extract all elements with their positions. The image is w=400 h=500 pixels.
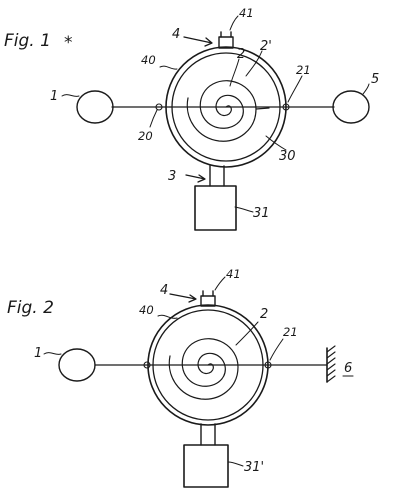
fig1-label-4: 4 — [172, 27, 180, 42]
fig1-housing-40 — [165, 46, 287, 168]
fig1-label-5: 5 — [371, 72, 379, 87]
fig2-label-21: 21 — [283, 325, 298, 339]
fig1-leader-41 — [229, 15, 239, 31]
fig1-label-40: 40 — [141, 53, 156, 67]
fig2-leader-2 — [235, 321, 259, 346]
fig1-reservoir-31 — [194, 185, 237, 231]
fig2-wall-hatching — [326, 345, 336, 383]
figure-1: Fig. 1 * — [4, 6, 379, 231]
fig1-mass-1 — [76, 90, 114, 124]
fig2-mass-1 — [58, 348, 96, 382]
fig2-spiral-spring-2 — [168, 338, 239, 400]
fig1-label-21: 21 — [296, 63, 311, 77]
fig1-label-20: 20 — [138, 129, 153, 143]
figure-2: Fig. 2 1 4 — [7, 267, 354, 488]
fig1-spring-tail — [255, 107, 270, 110]
fig2-label-31-prime: 31' — [244, 460, 264, 475]
fig2-label-4: 4 — [160, 283, 168, 298]
fig1-housing-inner-30 — [171, 52, 281, 162]
fig2-label-41: 41 — [226, 267, 241, 281]
fig1-label-31: 31 — [253, 206, 270, 221]
fig1-label-41: 41 — [239, 6, 254, 20]
fig2-label-6: 6 — [344, 361, 352, 376]
fig2-label-2: 2 — [260, 307, 268, 322]
fig1-arrow-3 — [185, 174, 206, 183]
fig2-label-40: 40 — [139, 303, 154, 317]
fig2-leader-1 — [43, 352, 62, 355]
fig2-housing-40 — [147, 304, 269, 426]
fig1-leader-5 — [362, 83, 370, 95]
fig1-leader-30 — [265, 135, 287, 151]
fig2-leader-40 — [157, 314, 178, 319]
fig1-label-30: 30 — [279, 149, 296, 164]
fig1-spiral-spring-2 — [186, 80, 257, 142]
fig1-leader-21 — [287, 75, 303, 103]
fig1-leader-20 — [149, 109, 158, 128]
fig2-leader-21 — [269, 338, 284, 361]
fig1-label-1: 1 — [50, 89, 58, 104]
fig2-leader-31p — [227, 461, 244, 467]
fig1-mass-5 — [332, 90, 370, 124]
fig2-pivot-left — [143, 361, 151, 369]
fig1-leader-2p — [245, 50, 263, 77]
fig2-caption: Fig. 2 — [7, 298, 54, 318]
fig2-label-1: 1 — [34, 346, 42, 361]
fig1-leader-2 — [229, 58, 240, 87]
fig1-asterisk-marker: * — [64, 33, 73, 53]
fig1-label-2-prime: 2' — [260, 39, 272, 54]
fig2-housing-inner — [152, 309, 264, 421]
fig1-leader-31 — [234, 206, 254, 213]
fig2-connector-41 — [200, 295, 216, 307]
fig2-reservoir-31p — [183, 444, 229, 488]
fig1-label-2: 2 — [237, 47, 245, 62]
fig1-leader-40 — [159, 65, 178, 70]
fig1-caption: Fig. 1 — [4, 31, 51, 51]
fig2-arrow-4 — [169, 293, 197, 303]
fig1-label-3: 3 — [168, 169, 176, 184]
fig1-arrow-4 — [183, 36, 213, 47]
fig1-pivot-20 — [155, 103, 163, 111]
fig2-leader-41 — [214, 276, 226, 291]
fig1-connector-41 — [218, 36, 234, 49]
fig1-leader-1 — [61, 94, 80, 97]
